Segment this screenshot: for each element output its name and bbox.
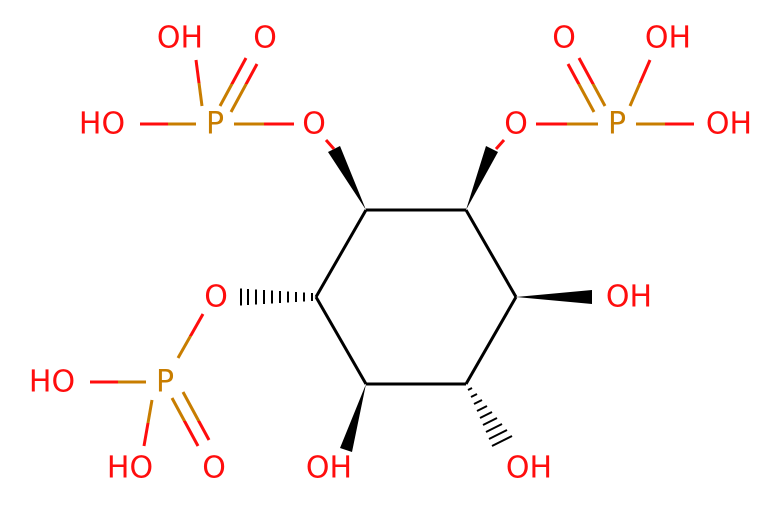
atom-label-p: P: [608, 107, 626, 142]
o-c-bond: [494, 139, 506, 150]
p-o-double-bond: [577, 57, 607, 107]
wedge-bonds: [328, 146, 592, 452]
phosphate-group-2: [494, 57, 694, 150]
hash-bonds: [240, 288, 513, 447]
atom-label-oh: OH: [157, 21, 203, 56]
atom-label-o: O: [504, 107, 528, 142]
cyclohexane-ring: [314, 208, 518, 386]
atom-label-oh: OH: [606, 280, 652, 315]
atom-labels: OH O HO P O O OH O P OH O OH HO P HO O O…: [29, 21, 752, 486]
hash-bond: [467, 387, 513, 447]
ring-bond: [464, 296, 518, 385]
p-o-ester-bond: [176, 313, 205, 359]
wedge-bond: [516, 290, 592, 304]
atom-label-oh: OH: [645, 21, 691, 56]
p-o-double-bond: [566, 63, 596, 113]
atom-label-o: O: [204, 280, 228, 315]
atom-label-oh: OH: [306, 451, 352, 486]
atom-label-ho: HO: [79, 107, 125, 142]
wedge-bond: [328, 146, 366, 210]
o-c-bond: [324, 139, 336, 150]
atom-label-p: P: [156, 365, 174, 400]
atom-label-o: O: [253, 21, 277, 56]
atom-label-p: P: [206, 107, 224, 142]
p-o-double-bond: [218, 57, 248, 107]
p-o-double-bond: [170, 397, 200, 447]
atom-label-oh: OH: [706, 107, 752, 142]
phosphate-group-3: [90, 313, 211, 447]
wedge-bond: [466, 146, 498, 210]
atom-label-ho: HO: [107, 451, 153, 486]
p-o-double-bond: [229, 63, 259, 113]
atom-label-o: O: [202, 451, 226, 486]
ring-bond: [314, 296, 368, 385]
ring-bond: [464, 209, 518, 298]
p-o-double-bond: [181, 391, 211, 441]
p-oh-bond: [194, 59, 204, 107]
atom-label-oh: OH: [506, 451, 552, 486]
ring-bond: [314, 209, 368, 298]
p-oh-bond: [628, 59, 652, 107]
atom-label-o: O: [552, 21, 576, 56]
phosphate-group-1: [140, 57, 336, 150]
atom-label-o: O: [302, 107, 326, 142]
atom-label-ho: HO: [29, 365, 75, 400]
p-oh-bond: [142, 399, 154, 447]
wedge-bond: [340, 384, 366, 452]
hash-bond: [240, 288, 313, 306]
